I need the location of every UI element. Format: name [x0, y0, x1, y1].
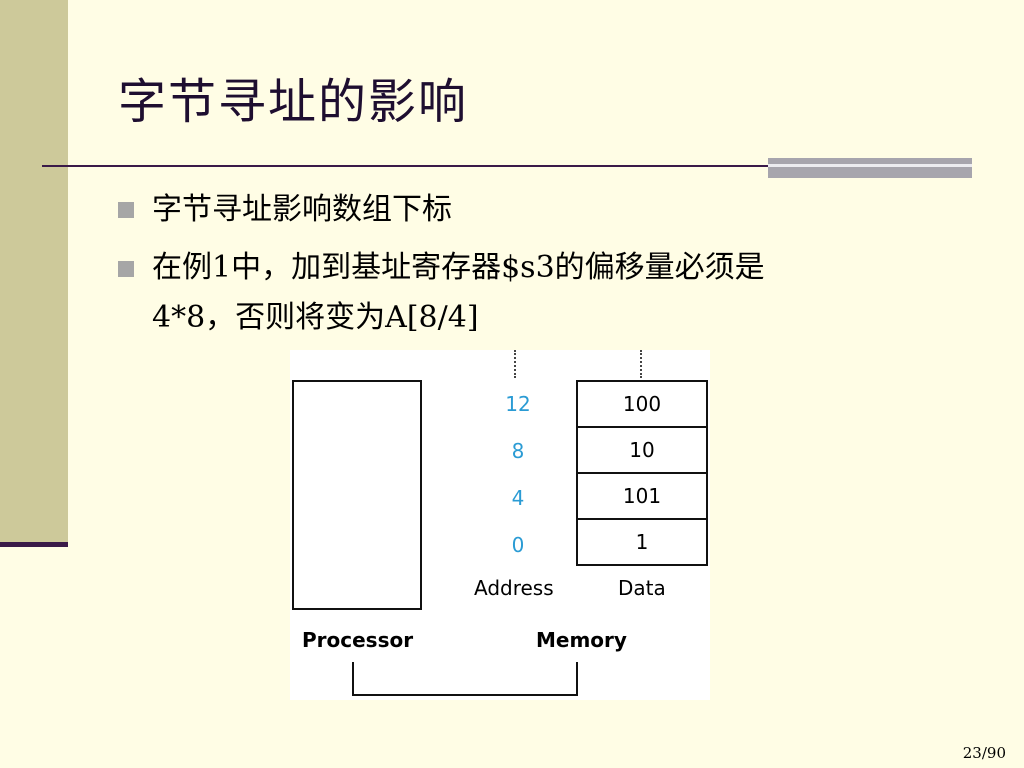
- address-value: 8: [511, 439, 525, 463]
- memory-cell: 1: [576, 518, 708, 566]
- page-number: 23/90: [962, 744, 1006, 762]
- data-ellipsis: [640, 350, 644, 378]
- slide-title: 字节寻址的影响: [118, 74, 469, 130]
- bus-wire: [576, 662, 578, 696]
- bullet-square-icon: [118, 261, 134, 277]
- processor-box: [292, 380, 422, 610]
- memory-cell: 100: [576, 380, 708, 428]
- address-value: 4: [511, 486, 525, 510]
- address-column-label: Address: [474, 576, 554, 600]
- processor-label: Processor: [302, 628, 414, 652]
- address-value: 0: [511, 533, 525, 557]
- title-divider-bar: [768, 158, 972, 178]
- bullet-text-1: 字节寻址影响数组下标: [152, 192, 452, 227]
- data-column-label: Data: [618, 576, 666, 600]
- bus-wire: [352, 694, 578, 696]
- address-ellipsis: [514, 350, 518, 378]
- address-value: 12: [505, 392, 531, 416]
- memory-label: Memory: [536, 628, 627, 652]
- bullet-text-2-line-1: 在例1中，加到基址寄存器$s3的偏移量必须是: [152, 250, 765, 285]
- memory-cell: 10: [576, 426, 708, 474]
- bullet-text-2-line-2: 4*8，否则将变为A[8/4]: [152, 300, 479, 335]
- title-divider: [42, 165, 972, 167]
- left-decor-band: [0, 0, 68, 542]
- bullet-square-icon: [118, 202, 134, 218]
- left-decor-line: [0, 542, 68, 547]
- bus-wire: [352, 662, 354, 696]
- memory-diagram: 12 100 8 10 4 101 0 1 Address Data Proce…: [290, 350, 710, 700]
- memory-cell: 101: [576, 472, 708, 520]
